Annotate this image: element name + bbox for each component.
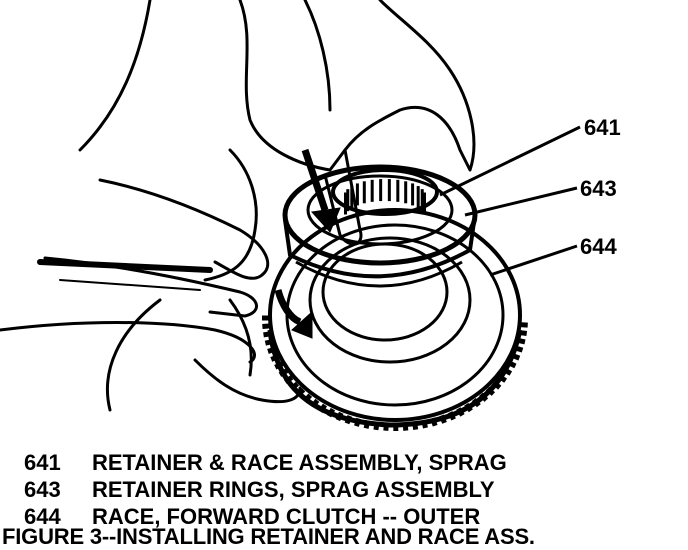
race-tooth: [310, 398, 320, 409]
race-tooth: [264, 339, 274, 346]
race-tooth: [326, 407, 336, 418]
race-tooth: [274, 361, 284, 370]
legend-text: RETAINER & RACE ASSEMBLY, SPRAG: [92, 450, 507, 475]
race-tooth: [263, 331, 272, 338]
callout-641: 641: [584, 115, 621, 140]
race-tooth: [335, 411, 344, 422]
race-tooth: [421, 419, 428, 429]
race-tooth: [479, 392, 489, 402]
figure-caption: FIGURE 3--INSTALLING RETAINER AND RACE A…: [2, 524, 535, 549]
race-tooth: [283, 375, 294, 384]
race-tooth: [518, 329, 528, 337]
callout-644: 644: [580, 234, 617, 259]
legend-item-643: 643 RETAINER RINGS, SPRAG ASSEMBLY: [24, 479, 495, 501]
race-tooth: [464, 402, 473, 413]
race-tooth: [363, 419, 371, 429]
legend-item-644: 644 RACE, FORWARD CLUTCH -- OUTER: [24, 506, 480, 528]
legend-text: RETAINER RINGS, SPRAG ASSEMBLY: [92, 477, 495, 502]
race-tooth: [471, 397, 481, 408]
race-tooth: [402, 422, 409, 431]
race-tooth: [516, 337, 526, 345]
legend-number: 644: [24, 504, 61, 529]
race-teeth: [262, 315, 528, 432]
race-tooth: [430, 417, 438, 427]
race-tooth: [502, 367, 513, 376]
race-tooth: [514, 345, 524, 353]
race-tooth: [519, 322, 528, 328]
forward-clutch-race: [267, 208, 523, 428]
race-tooth: [485, 386, 496, 396]
race-tooth: [507, 360, 517, 369]
race-tooth: [267, 346, 277, 354]
race-tooth: [354, 417, 362, 427]
race-tooth: [318, 403, 328, 414]
race-tooth: [270, 354, 280, 362]
race-tooth: [411, 421, 419, 431]
hands: [0, 0, 476, 412]
race-tooth: [491, 380, 502, 390]
race-tooth: [447, 411, 456, 421]
legend-item-641: 641 RETAINER & RACE ASSEMBLY, SPRAG: [24, 452, 507, 474]
legend-number: 641: [24, 450, 61, 475]
race-tooth: [262, 323, 271, 329]
callout-643: 643: [580, 176, 617, 201]
race-tooth: [383, 422, 389, 431]
direction-arrows: [274, 148, 341, 339]
race-tooth: [439, 414, 447, 424]
legend-text: RACE, FORWARD CLUTCH -- OUTER: [92, 504, 481, 529]
race-tooth: [497, 374, 508, 383]
race-tooth: [373, 421, 380, 431]
sprag-rollers: [343, 179, 427, 215]
race-tooth: [344, 415, 353, 425]
race-tooth: [289, 381, 300, 391]
race-tooth: [303, 393, 313, 403]
race-tooth: [278, 368, 289, 377]
race-tooth: [510, 352, 521, 361]
sprag-retainer: [282, 164, 478, 288]
callout-leaders: [439, 125, 581, 277]
race-tooth: [456, 407, 465, 417]
legend-number: 643: [24, 477, 61, 502]
